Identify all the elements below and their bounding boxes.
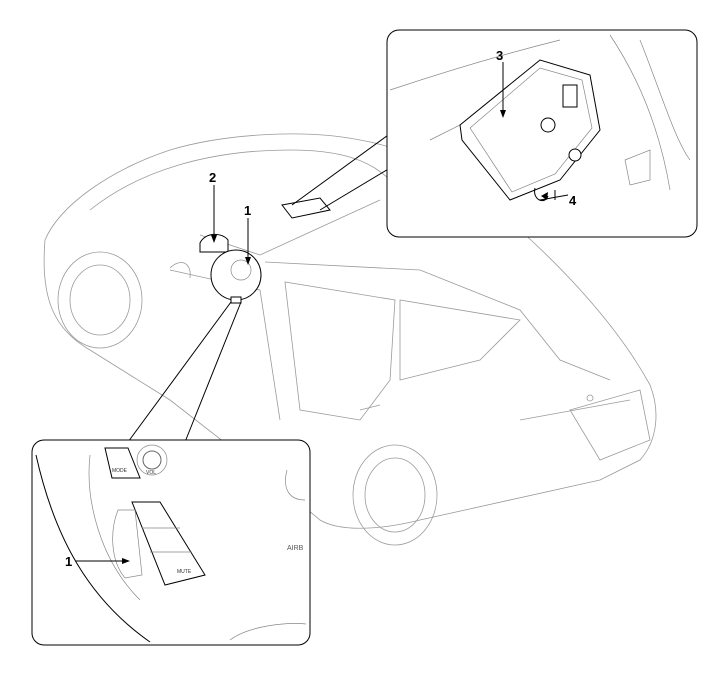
- callout-inset-steering-switch: 1: [65, 554, 72, 569]
- callout-microphone: 2: [209, 170, 216, 185]
- callout-steering-switch: 1: [244, 203, 251, 218]
- volume-label: VOL: [146, 470, 156, 476]
- hands-free-unit-inset: 3 4: [386, 29, 698, 238]
- mute-button-label: MUTE: [177, 569, 192, 575]
- car-outline: [43, 133, 657, 546]
- callout-connector: 4: [569, 193, 577, 208]
- callout-hands-free-unit: 3: [496, 48, 503, 63]
- steering-switch-inset: MODE VOL MUTE AIRB 1: [31, 439, 311, 646]
- steering-wheel-highlight: [210, 249, 262, 301]
- microphone: [199, 233, 229, 253]
- mode-button-label: MODE: [112, 468, 128, 474]
- airbag-label: AIRB: [287, 545, 304, 552]
